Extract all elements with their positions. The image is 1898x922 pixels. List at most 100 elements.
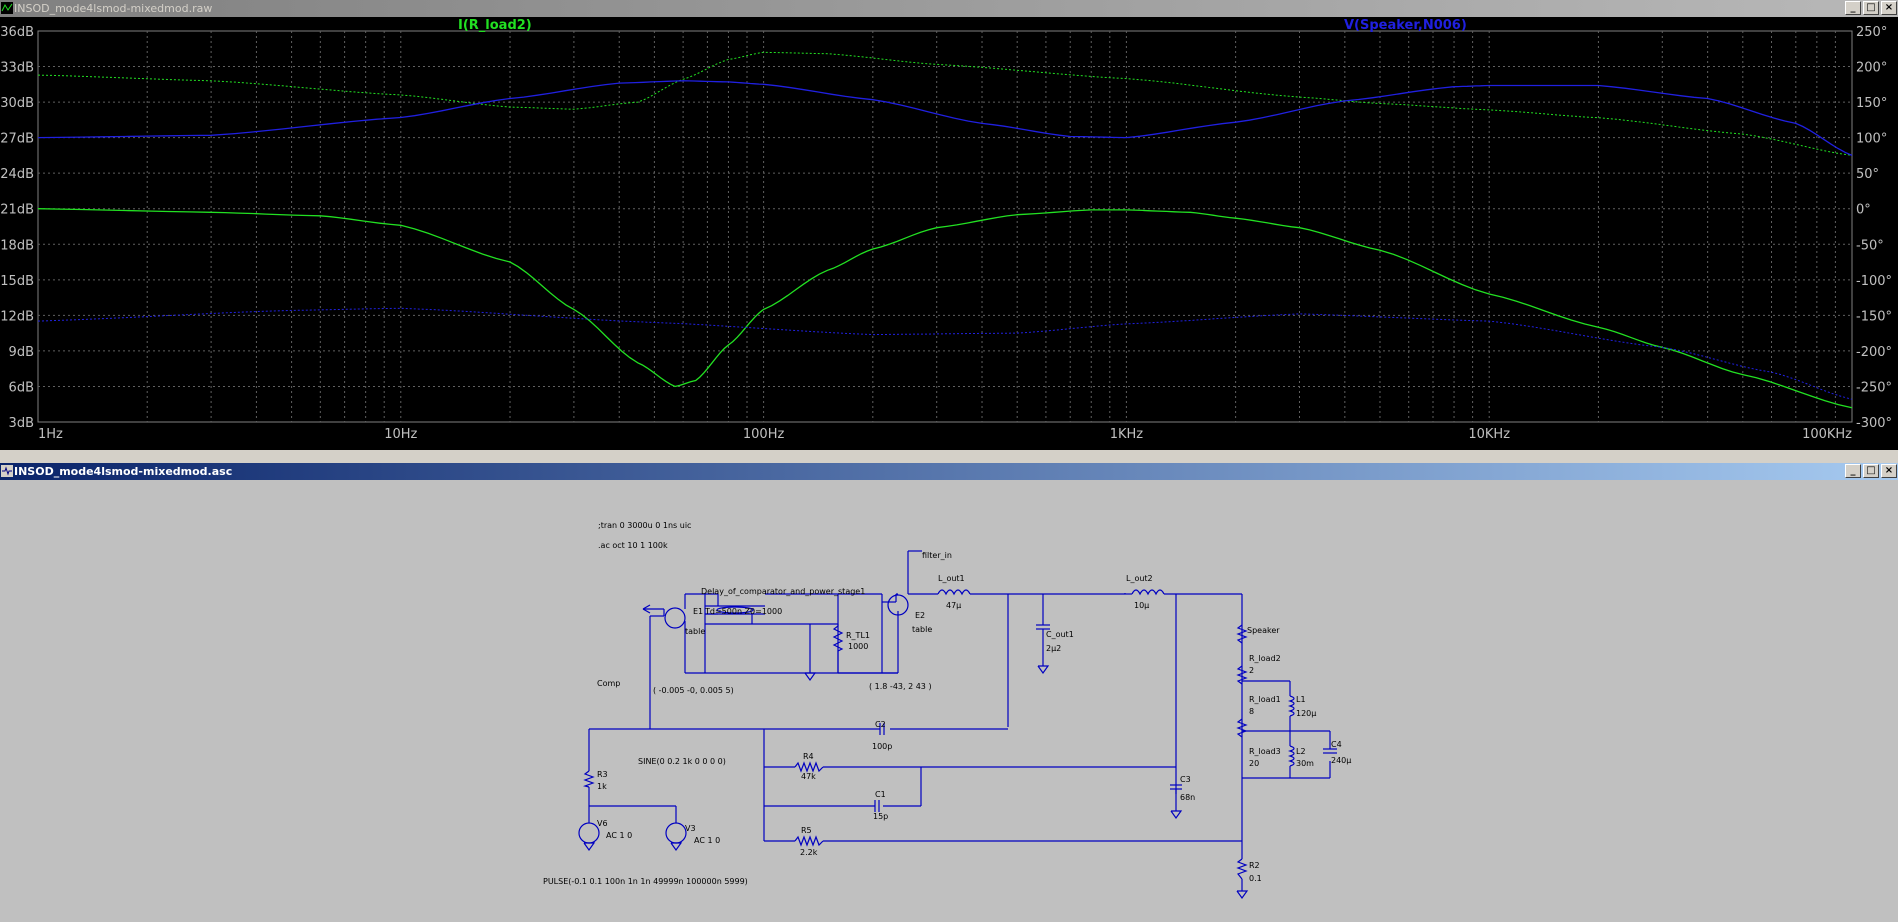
maximize-button[interactable]: □ <box>1863 1 1879 15</box>
l-out2-value: 10µ <box>1134 601 1149 610</box>
x-tick-label: 10KHz <box>1468 427 1510 442</box>
r5-value: 2.2k <box>800 848 818 857</box>
r2-value: 0.1 <box>1249 874 1262 883</box>
y-left-tick-label: 24dB <box>0 167 34 182</box>
y-left-tick-label: 9dB <box>9 345 34 360</box>
trace-magnitude-1[interactable] <box>37 80 1853 156</box>
l-out1-value: 47µ <box>946 601 961 610</box>
l-out2-label[interactable]: L_out2 <box>1126 574 1153 583</box>
speaker-net-label[interactable]: Speaker <box>1247 626 1280 635</box>
delay-tline-label[interactable]: Delay_of_comparator_and_power_stage1 <box>701 587 865 596</box>
r5-label[interactable]: R5 <box>801 826 812 835</box>
y-right-tick-label: -300° <box>1856 416 1892 431</box>
trace-magnitude-0[interactable] <box>37 208 1853 409</box>
y-left-tick-label: 18dB <box>0 238 34 253</box>
r-load2-value: 2 <box>1249 666 1254 675</box>
c3-label[interactable]: C3 <box>1180 775 1191 784</box>
y-left-tick-label: 6dB <box>9 380 34 395</box>
r-tl1-label[interactable]: R_TL1 <box>846 631 870 640</box>
x-tick-label: 1KHz <box>1110 427 1144 442</box>
schematic-canvas[interactable]: ;tran 0 3000u 0 1ns uic .ac oct 10 1 100… <box>0 481 1898 922</box>
r-tl1-value: 1000 <box>848 642 868 651</box>
trace-phase-0[interactable] <box>37 51 1853 156</box>
trace-phase-1[interactable] <box>37 307 1853 400</box>
y-left-tick-label: 27dB <box>0 132 34 147</box>
trace-label-i-r-load2[interactable]: I(R_load2) <box>458 18 532 33</box>
y-right-tick-label: 50° <box>1856 167 1879 182</box>
y-left-tick-label: 36dB <box>0 25 34 40</box>
y-right-tick-label: 250° <box>1856 25 1887 40</box>
plot-window-titlebar[interactable]: INSOD_mode4lsmod-mixedmod.raw _ □ × <box>0 0 1898 17</box>
e1-table-values: ( -0.005 -0, 0.005 5) <box>653 686 734 695</box>
tran-directive[interactable]: ;tran 0 3000u 0 1ns uic <box>598 521 691 530</box>
close-button[interactable]: × <box>1881 464 1897 478</box>
c1-value: 15p <box>873 812 888 821</box>
pane-splitter[interactable] <box>0 450 1898 463</box>
r3-label[interactable]: R3 <box>597 770 608 779</box>
y-left-tick-label: 30dB <box>0 96 34 111</box>
minimize-button[interactable]: _ <box>1845 464 1861 478</box>
r-load1-label[interactable]: R_load1 <box>1249 695 1281 704</box>
c-out1-label[interactable]: C_out1 <box>1046 630 1074 639</box>
y-right-tick-label: -100° <box>1856 274 1892 289</box>
y-left-tick-label: 15dB <box>0 274 34 289</box>
e2-table-label: table <box>912 625 932 634</box>
schematic-app-icon <box>1 465 13 477</box>
tline-td-value[interactable]: Td=500n Z0=1000 <box>704 607 782 616</box>
y-right-tick-label: 100° <box>1856 132 1887 147</box>
y-left-tick-label: 33dB <box>0 61 34 76</box>
ac-directive[interactable]: .ac oct 10 1 100k <box>598 541 668 550</box>
c1-label[interactable]: C1 <box>875 790 886 799</box>
c2-value: 100p <box>872 742 892 751</box>
comp-net-label[interactable]: Comp <box>597 679 620 688</box>
e2-label[interactable]: E2 <box>915 611 925 620</box>
minimize-button[interactable]: _ <box>1845 1 1861 15</box>
trace-label-v-speaker[interactable]: V(Speaker,N006) <box>1344 18 1467 33</box>
filter-in-net-label[interactable]: filter_in <box>922 551 952 560</box>
r4-value: 47k <box>801 772 816 781</box>
r2-label[interactable]: R2 <box>1249 861 1260 870</box>
x-tick-label: 1Hz <box>38 427 63 442</box>
y-left-tick-label: 3dB <box>9 416 34 431</box>
c3-value: 68n <box>1180 793 1195 802</box>
r-load3-label[interactable]: R_load3 <box>1249 747 1281 756</box>
y-right-tick-label: -150° <box>1856 309 1892 324</box>
waveform-app-icon <box>1 2 13 14</box>
r-load1-value: 8 <box>1249 707 1254 716</box>
l2-label[interactable]: L2 <box>1296 747 1306 756</box>
v3-label[interactable]: V3 <box>685 824 696 833</box>
l-out1-label[interactable]: L_out1 <box>938 574 965 583</box>
schematic-window-titlebar[interactable]: INSOD_mode4lsmod-mixedmod.asc _ □ × <box>0 463 1898 480</box>
close-button[interactable]: × <box>1881 1 1897 15</box>
r4-label[interactable]: R4 <box>803 752 814 761</box>
x-tick-label: 100Hz <box>743 427 785 442</box>
r-load3-value: 20 <box>1249 759 1259 768</box>
v3-value: AC 1 0 <box>694 836 720 845</box>
y-right-tick-label: 200° <box>1856 61 1887 76</box>
maximize-button[interactable]: □ <box>1863 464 1879 478</box>
c2-label[interactable]: C2 <box>875 720 886 729</box>
y-left-tick-label: 21dB <box>0 203 34 218</box>
x-tick-label: 10Hz <box>384 427 417 442</box>
e1-table-label: table <box>685 627 705 636</box>
c4-label[interactable]: C4 <box>1331 740 1342 749</box>
plot-frame <box>37 30 1853 423</box>
v6-label[interactable]: V6 <box>597 819 608 828</box>
r-load2-label[interactable]: R_load2 <box>1249 654 1281 663</box>
c4-value: 240µ <box>1331 756 1351 765</box>
pulse-source-value[interactable]: PULSE(-0.1 0.1 100n 1n 1n 49999n 100000n… <box>543 877 748 886</box>
y-left-tick-label: 12dB <box>0 309 34 324</box>
y-right-tick-label: 0° <box>1856 203 1871 218</box>
e1-label[interactable]: E1 <box>693 607 703 616</box>
sine-source-value[interactable]: SINE(0 0.2 1k 0 0 0 0) <box>638 757 726 766</box>
l1-label[interactable]: L1 <box>1296 695 1306 704</box>
y-right-tick-label: -50° <box>1856 238 1884 253</box>
plot-window-title: INSOD_mode4lsmod-mixedmod.raw <box>14 2 213 15</box>
schematic-window-title: INSOD_mode4lsmod-mixedmod.asc <box>14 465 233 478</box>
y-right-tick-label: -250° <box>1856 380 1892 395</box>
y-right-tick-label: -200° <box>1856 345 1892 360</box>
schematic-pane[interactable]: ;tran 0 3000u 0 1ns uic .ac oct 10 1 100… <box>0 481 1898 922</box>
c-out1-value: 2µ2 <box>1046 644 1061 653</box>
